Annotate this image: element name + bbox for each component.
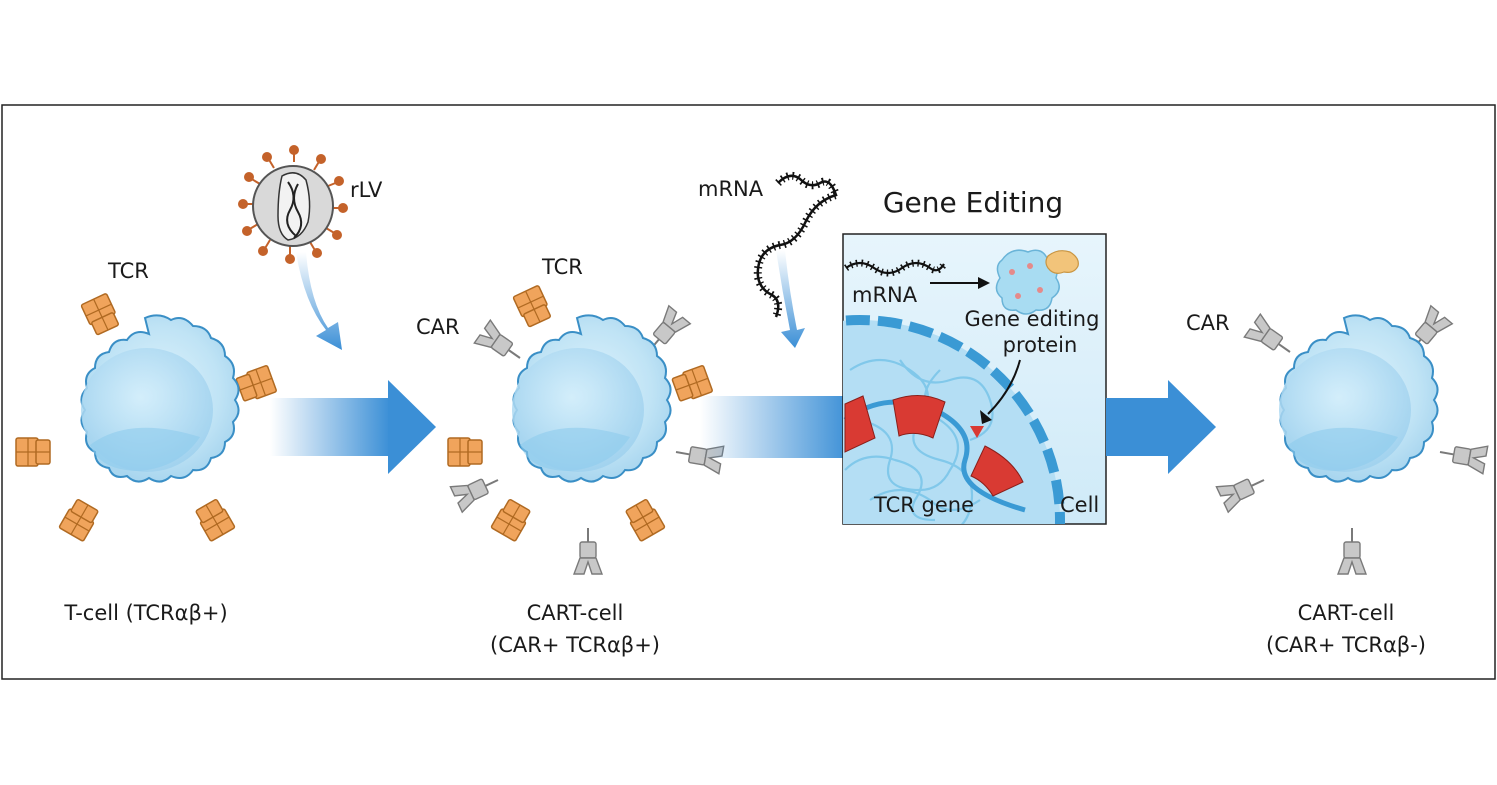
cart-cell-3	[1215, 304, 1489, 575]
tcr-label-1: TCR	[107, 259, 149, 283]
cell-label: Cell	[1060, 493, 1099, 517]
mrna-arrow	[776, 250, 805, 348]
gene-editing-panel	[842, 233, 1107, 525]
process-arrow-2	[700, 396, 850, 458]
cut-site-marker	[970, 426, 984, 438]
tcr-label-2: TCR	[541, 255, 583, 279]
rlv-virus	[238, 145, 348, 264]
cart-cell-caption-3a: CART-cell	[1298, 601, 1395, 625]
mrna-strand	[753, 171, 842, 319]
gene-editing-protein-label-1: Gene editing	[965, 307, 1100, 331]
gene-editing-title: Gene Editing	[883, 186, 1063, 219]
gene-editing-protein-icon	[995, 249, 1079, 315]
car-label-3: CAR	[1186, 311, 1230, 335]
gene-editing-protein-label-2: protein	[1003, 333, 1078, 357]
tcr-gene-segment-1	[892, 395, 946, 439]
cart-cell-caption-2b: (CAR+ TCRαβ+)	[490, 633, 660, 657]
tcr-gene-label: TCR gene	[873, 493, 974, 517]
virus-arrow	[296, 252, 342, 350]
tcr-gene-segment-2	[970, 445, 1024, 497]
process-arrow-1	[270, 380, 436, 474]
mrna-label-inset: mRNA	[852, 283, 918, 307]
cart-cell-2	[447, 284, 725, 575]
tcr-gene-cut-left	[844, 395, 876, 453]
t-cell-caption: T-cell (TCRαβ+)	[63, 601, 227, 625]
rlv-label: rLV	[350, 178, 383, 202]
mrna-label-top: mRNA	[698, 177, 764, 201]
cart-cell-caption-3b: (CAR+ TCRαβ-)	[1266, 633, 1426, 657]
process-arrow-3	[1106, 380, 1216, 474]
car-label-2: CAR	[416, 315, 460, 339]
cart-cell-caption-2a: CART-cell	[527, 601, 624, 625]
t-cell-1	[15, 292, 278, 543]
